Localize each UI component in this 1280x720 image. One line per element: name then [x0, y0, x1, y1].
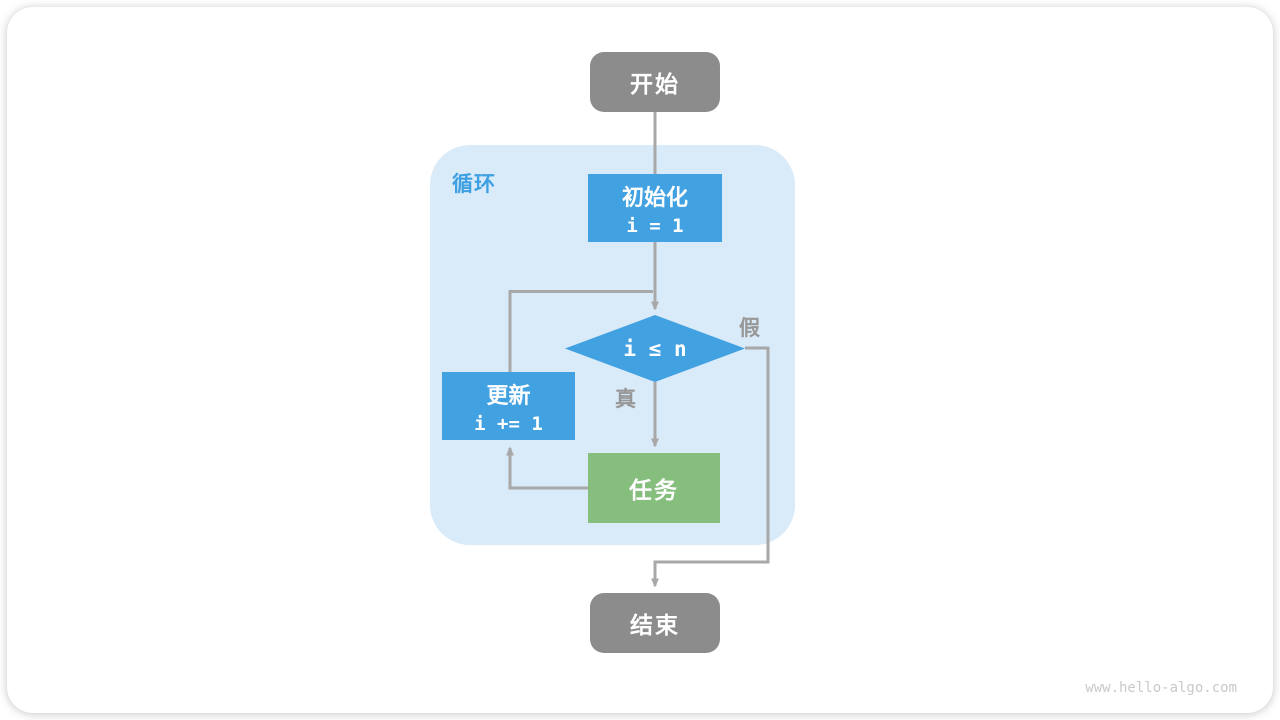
task-node-label: 任务 — [629, 477, 679, 503]
start-node-label: 开始 — [630, 71, 680, 97]
condition-node-code: i ≤ n — [623, 336, 687, 361]
watermark-url: www.hello-algo.com — [1085, 680, 1237, 696]
task-node: 任务 — [588, 453, 720, 523]
end-node: 结束 — [590, 593, 720, 653]
init-node-label: 初始化 — [621, 184, 688, 210]
start-node: 开始 — [590, 52, 720, 112]
edge-update-to-junction — [508, 290, 653, 372]
loop-region-label: 循环 — [452, 173, 496, 196]
init-node: 初始化 i = 1 — [588, 174, 722, 242]
edge-condition-false-to-end — [651, 346, 770, 588]
condition-node: i ≤ n — [565, 315, 745, 382]
init-node-code: i = 1 — [626, 214, 684, 237]
true-branch-label: 真 — [615, 388, 636, 411]
update-node-label: 更新 — [486, 382, 531, 408]
edge-task-to-update — [506, 446, 588, 490]
update-node-code: i += 1 — [474, 412, 543, 435]
end-node-label: 结束 — [630, 612, 680, 638]
update-node: 更新 i += 1 — [442, 372, 575, 440]
false-branch-label: 假 — [739, 317, 760, 340]
